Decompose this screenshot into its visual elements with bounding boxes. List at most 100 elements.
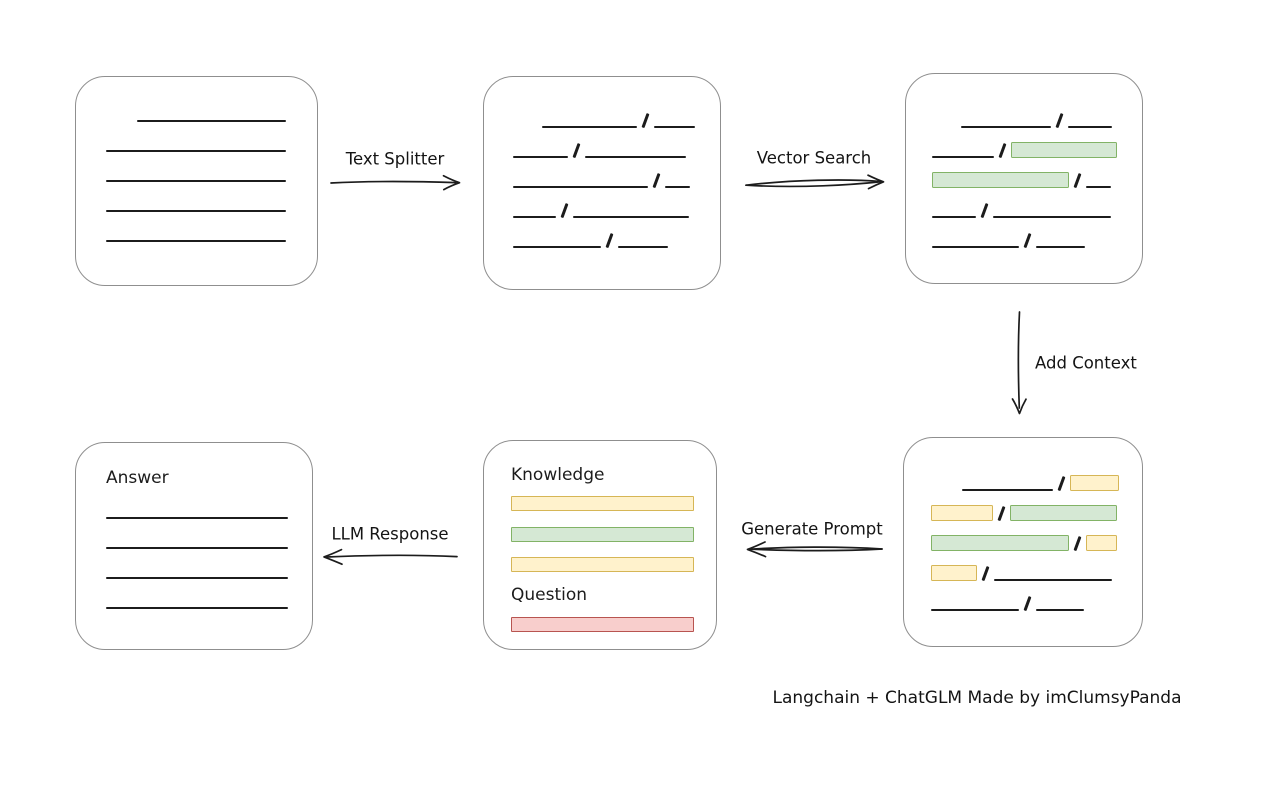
split-chunks-box [483, 76, 721, 290]
text-line [992, 216, 1111, 218]
slash-separator [997, 506, 1005, 521]
text-line [932, 246, 1019, 248]
source-document-box [75, 76, 318, 286]
generate-prompt-label: Generate Prompt [741, 519, 883, 539]
text-row [932, 188, 1142, 218]
question-bars [511, 617, 694, 632]
add-context-arrow [1011, 311, 1027, 415]
llm-response-arrow [323, 548, 458, 566]
text-line [513, 156, 568, 158]
slash-separator [572, 143, 580, 158]
text-line [617, 246, 668, 248]
knowledge-label: Knowledge [511, 465, 605, 485]
text-line [664, 186, 690, 188]
vector-search-label: Vector Search [756, 148, 872, 168]
slash-separator [980, 203, 988, 218]
context-chunks-box [903, 437, 1143, 647]
text-row [106, 519, 312, 549]
text-row [962, 461, 1142, 491]
text-row [931, 581, 1142, 611]
text-line [513, 216, 556, 218]
generate-prompt-arrow [746, 541, 883, 558]
text-row [106, 152, 317, 182]
green-chunk-chip [1010, 142, 1117, 158]
text-row [106, 122, 317, 152]
text-row [513, 128, 720, 158]
text-line [106, 150, 286, 152]
text-row [932, 158, 1142, 188]
slash-separator [1057, 476, 1065, 491]
text-row [931, 521, 1142, 551]
slash-separator [1023, 233, 1031, 248]
vector-search-result-box [905, 73, 1143, 284]
text-line [106, 547, 288, 549]
text-splitter-arrow [330, 174, 461, 191]
text-line [932, 216, 976, 218]
green-chunk-chip [932, 172, 1069, 188]
text-row [106, 549, 312, 579]
slash-separator [981, 566, 989, 581]
yellow-chunk-chip [931, 565, 977, 581]
text-line [513, 246, 601, 248]
text-line [106, 517, 288, 519]
question-label: Question [511, 585, 588, 605]
text-line [932, 156, 994, 158]
red-bar [511, 617, 694, 632]
text-row [106, 212, 317, 242]
text-line [1035, 609, 1084, 611]
llm-response-label: LLM Response [331, 524, 449, 544]
text-row [513, 158, 720, 188]
text-line [931, 609, 1019, 611]
slash-separator [652, 173, 660, 188]
slash-separator [1023, 596, 1031, 611]
text-row [932, 218, 1142, 248]
text-row [932, 128, 1142, 158]
slash-separator [1073, 173, 1081, 188]
text-line [542, 126, 637, 128]
text-row [513, 218, 720, 248]
green-bar [511, 526, 694, 542]
yellow-chunk-chip [1085, 535, 1117, 551]
split-chunk-lines [484, 77, 720, 248]
document-lines [76, 77, 317, 242]
text-line [106, 180, 286, 182]
text-row [106, 579, 312, 609]
text-line [961, 126, 1051, 128]
diagram-caption: Langchain + ChatGLM Made by imClumsyPand… [772, 688, 1182, 708]
text-line [993, 579, 1112, 581]
slash-separator [998, 143, 1006, 158]
text-line [106, 210, 286, 212]
text-row [513, 188, 720, 218]
text-row [542, 98, 720, 128]
text-line [137, 120, 286, 122]
matched-chunk-lines [906, 74, 1142, 248]
vector-search-arrow [745, 174, 885, 190]
green-chunk-chip [1009, 505, 1117, 521]
text-line [106, 240, 286, 242]
text-row [931, 491, 1142, 521]
slash-separator [1055, 113, 1063, 128]
slash-separator [641, 113, 649, 128]
text-line [572, 216, 689, 218]
text-row [137, 92, 317, 122]
text-line [106, 607, 288, 609]
text-line [106, 577, 288, 579]
text-line [513, 186, 648, 188]
add-context-label: Add Context [1035, 353, 1137, 373]
text-line [1035, 246, 1085, 248]
text-line [584, 156, 686, 158]
yellow-bar [511, 496, 694, 511]
text-row [106, 182, 317, 212]
yellow-bar [511, 557, 694, 572]
slash-separator [605, 233, 613, 248]
answer-box: Answer [75, 442, 313, 650]
green-chunk-chip [931, 535, 1069, 551]
answer-label: Answer [106, 468, 169, 488]
text-row [931, 551, 1142, 581]
text-line [1085, 186, 1111, 188]
slash-separator [560, 203, 568, 218]
context-chunk-lines [904, 438, 1142, 611]
slash-separator [1073, 536, 1081, 551]
text-splitter-label: Text Splitter [345, 149, 445, 169]
